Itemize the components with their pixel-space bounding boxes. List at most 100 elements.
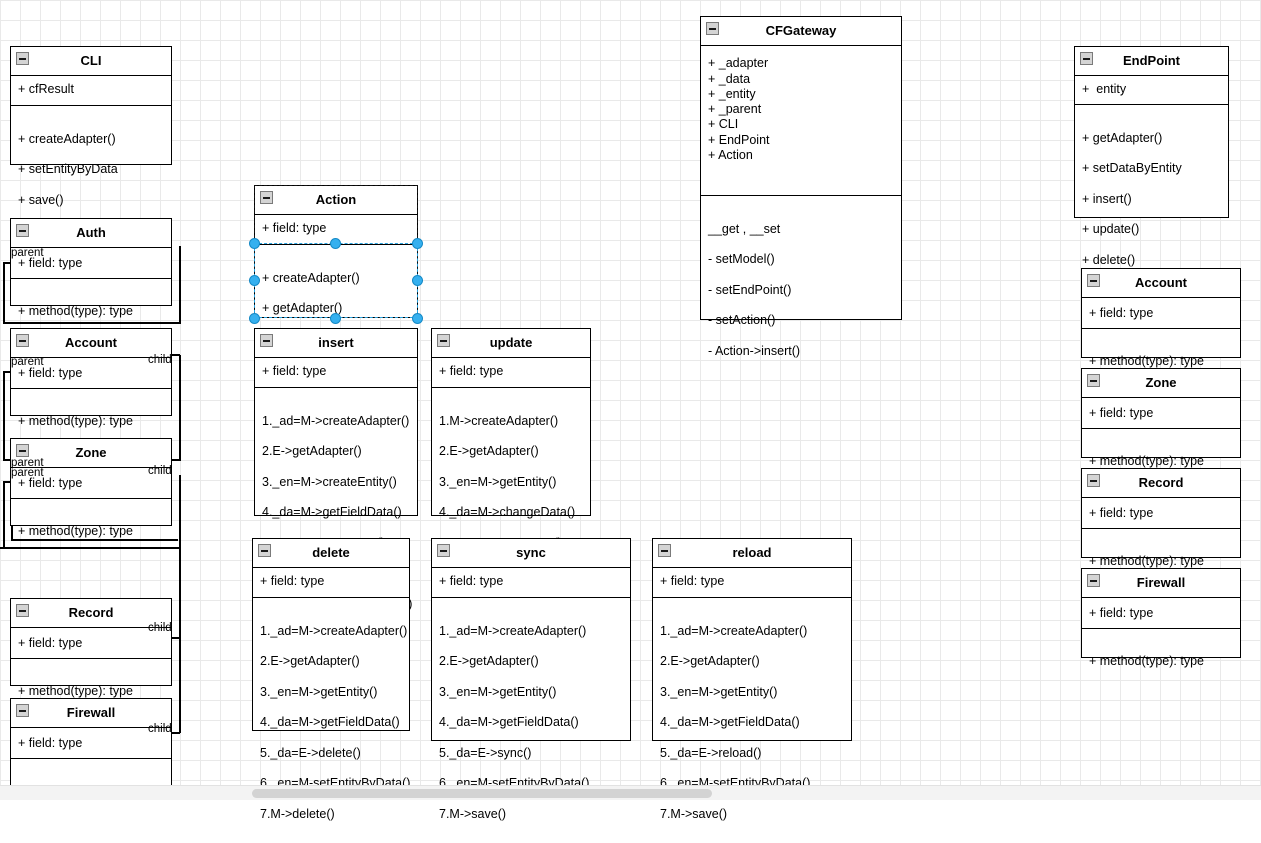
method-row: 4._da=M->changeData() (439, 505, 576, 520)
collapse-minus-icon[interactable] (1087, 574, 1100, 587)
class-title-account-right: Account (1082, 269, 1240, 299)
edge-label-firewall-child: child (148, 723, 172, 735)
class-box-account-left[interactable]: Account + field: type + method(type): ty… (10, 328, 172, 428)
collapse-minus-icon[interactable] (16, 334, 29, 347)
attribute-row: + _data (708, 71, 751, 86)
method-row: 2.E->getAdapter() (439, 654, 539, 669)
attribute-row: + CLI (708, 117, 739, 132)
class-box-record-left[interactable]: Record + field: type + method(type): typ… (10, 598, 172, 698)
class-name-label: EndPoint (1122, 53, 1181, 68)
class-attributes-insert: + field: type (255, 358, 417, 389)
class-title-record-left: Record (11, 599, 171, 629)
diagram-canvas[interactable]: CLI + cfResult + createAdapter() + setEn… (0, 0, 1261, 821)
collapse-minus-icon[interactable] (16, 704, 29, 717)
collapse-minus-icon[interactable] (16, 224, 29, 237)
method-row: - Action->insert() (708, 343, 801, 358)
edge-label-account-child: child (148, 354, 172, 366)
class-name-label: reload (732, 545, 772, 560)
collapse-minus-icon[interactable] (437, 544, 450, 557)
class-name-label: Zone (1145, 375, 1177, 390)
class-box-insert[interactable]: insert + field: type 1._ad=M->createAdap… (254, 328, 418, 641)
resize-handle-se[interactable] (412, 313, 423, 324)
class-box-zone-right[interactable]: Zone + field: type + method(type): type (1081, 368, 1241, 468)
resize-handle-e[interactable] (412, 275, 423, 286)
class-box-cli[interactable]: CLI + cfResult + createAdapter() + setEn… (10, 46, 172, 207)
resize-handle-w[interactable] (249, 275, 260, 286)
class-name-label: Action (315, 192, 357, 207)
method-row: + method(type): type (1089, 653, 1204, 668)
class-box-zone-left[interactable]: Zone + field: type + method(type): type (10, 438, 172, 538)
collapse-minus-icon[interactable] (1087, 474, 1100, 487)
collapse-minus-icon[interactable] (437, 334, 450, 347)
class-name-label: delete (312, 545, 350, 560)
collapse-minus-icon[interactable] (1080, 52, 1093, 65)
class-attributes-record-right: + field: type (1082, 498, 1240, 530)
class-box-delete[interactable]: delete + field: type 1._ad=M->createAdap… (252, 538, 410, 821)
collapse-minus-icon[interactable] (1087, 374, 1100, 387)
class-methods-firewall-right: + method(type): type (1082, 629, 1240, 693)
class-box-update[interactable]: update + field: type 1.M->createAdapter(… (431, 328, 591, 641)
class-methods-zone-right: + method(type): type (1082, 429, 1240, 493)
method-row: + method(type): type (18, 683, 133, 698)
edge-label-account-parent: parent (11, 356, 44, 368)
edge-label-zone-parent-b: parent (11, 467, 44, 479)
class-box-sync[interactable]: sync + field: type 1._ad=M->createAdapte… (431, 538, 631, 821)
collapse-minus-icon[interactable] (658, 544, 671, 557)
method-row: 5._da=E->sync() (439, 745, 532, 760)
class-title-zone-right: Zone (1082, 369, 1240, 399)
method-row: + insert() (1082, 191, 1132, 206)
class-name-label: CFGateway (765, 23, 837, 38)
collapse-minus-icon[interactable] (260, 191, 273, 204)
method-row: 4._da=M->getFieldData() (439, 715, 579, 730)
class-box-record-right[interactable]: Record + field: type + method(type): typ… (1081, 468, 1241, 568)
class-methods-delete: 1._ad=M->createAdapter() 2.E->getAdapter… (253, 598, 410, 843)
attribute-row: + Action (708, 147, 753, 162)
horizontal-scrollbar-track[interactable] (0, 785, 1261, 800)
class-title-auth: Auth (11, 219, 171, 249)
collapse-minus-icon[interactable] (260, 334, 273, 347)
method-row: 2.E->getAdapter() (262, 444, 362, 459)
class-box-account-right[interactable]: Account + field: type + method(type): ty… (1081, 268, 1241, 368)
method-row: + method(type): type (18, 413, 133, 428)
attribute-row: + _adapter (708, 56, 769, 71)
class-title-cli: CLI (11, 47, 171, 77)
method-row: + createAdapter() (18, 131, 116, 146)
attribute-row: + field: type (18, 736, 83, 751)
collapse-minus-icon[interactable] (706, 22, 719, 35)
resize-handle-ne[interactable] (412, 238, 423, 249)
attribute-row: + field: type (1089, 306, 1154, 321)
class-name-label: Firewall (66, 705, 116, 720)
resize-handle-s[interactable] (330, 313, 341, 324)
class-box-auth-left[interactable]: Auth + field: type + method(type): type (10, 218, 172, 318)
collapse-minus-icon[interactable] (16, 444, 29, 457)
class-attributes-cfgateway: + _adapter + _data + _entity + _parent +… (701, 46, 901, 197)
class-box-action[interactable]: Action + field: type + createAdapter() +… (254, 185, 418, 346)
class-name-label: insert (318, 335, 354, 350)
horizontal-scrollbar-thumb[interactable] (252, 789, 712, 798)
attribute-row: + field: type (262, 364, 327, 379)
method-row: 2.E->getAdapter() (660, 654, 760, 669)
class-title-firewall-left: Firewall (11, 699, 171, 729)
method-row: + method(type): type (1089, 353, 1204, 368)
class-attributes-endpoint: + entity (1075, 76, 1228, 106)
method-row: 7.M->delete() (260, 806, 335, 821)
class-box-endpoint[interactable]: EndPoint + entity + getAdapter() + setDa… (1074, 46, 1229, 328)
class-box-cfgateway[interactable]: CFGateway + _adapter + _data + _entity +… (700, 16, 902, 358)
class-box-reload[interactable]: reload + field: type 1._ad=M->createAdap… (652, 538, 852, 821)
class-box-firewall-left[interactable]: Firewall + field: type + method(type): t… (10, 698, 172, 798)
method-row: 5._da=E->delete() (260, 745, 361, 760)
collapse-minus-icon[interactable] (16, 52, 29, 65)
class-methods-record-right: + method(type): type (1082, 529, 1240, 593)
collapse-minus-icon[interactable] (1087, 274, 1100, 287)
collapse-minus-icon[interactable] (258, 544, 271, 557)
method-row: + setDataByEntity (1082, 161, 1182, 176)
class-box-firewall-right[interactable]: Firewall + field: type + method(type): t… (1081, 568, 1241, 668)
resize-handle-nw[interactable] (249, 238, 260, 249)
class-attributes-zone-right: + field: type (1082, 398, 1240, 430)
resize-handle-sw[interactable] (249, 313, 260, 324)
class-name-label: Zone (75, 445, 107, 460)
resize-handle-n[interactable] (330, 238, 341, 249)
method-row: + update() (1082, 222, 1140, 237)
class-attributes-firewall-left: + field: type (11, 728, 171, 760)
collapse-minus-icon[interactable] (16, 604, 29, 617)
